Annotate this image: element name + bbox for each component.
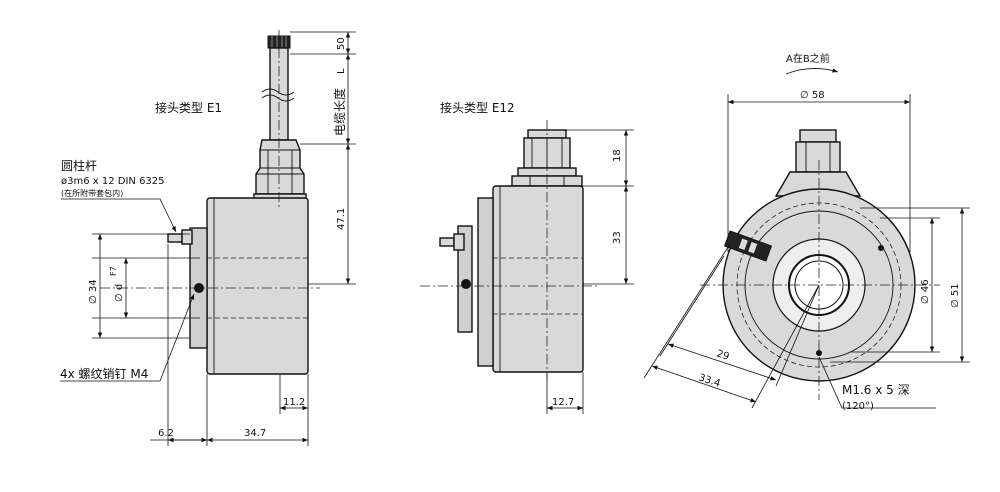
- e1-screw-label: 4x 螺纹销钉 M4: [60, 367, 148, 381]
- e1-dim-11: 11.2: [283, 397, 305, 408]
- e1-dim-cable-length: 电缆长度: [332, 88, 347, 136]
- front-dim-33: 33.4: [697, 372, 722, 389]
- e12-dim-18: 18: [612, 149, 623, 162]
- e1-title: 接头类型 E1: [155, 100, 222, 115]
- e12-housing: [492, 185, 584, 373]
- rotation-arrow-icon: [785, 68, 839, 75]
- view-front: A在B之前 ∅ 58: [643, 52, 970, 412]
- front-dim-58: ∅ 58: [800, 90, 825, 101]
- e12-flange: [457, 225, 473, 333]
- front-rotation: A在B之前: [786, 52, 830, 65]
- front-dim-46: ∅ 46: [920, 279, 931, 304]
- e1-pin-note: (在所附带套包内): [61, 188, 123, 198]
- e1-dim-34: ∅ 34: [88, 279, 99, 304]
- front-dim-51: ∅ 51: [950, 283, 961, 308]
- front-thread-label: M1.6 x 5 深: [842, 383, 910, 397]
- e1-dim-50: 50: [336, 37, 347, 50]
- e1-pin: [167, 233, 183, 243]
- front-angle-label: (120°): [842, 401, 874, 412]
- e1-housing: [206, 197, 309, 375]
- e1-cable: [253, 35, 307, 201]
- e12-dim-12: 12.7: [552, 397, 574, 408]
- view-e12: 接头类型 E12 18 33 12.7: [420, 100, 634, 414]
- e1-dim-bore: ∅ d: [114, 284, 125, 302]
- e1-pin-title: 圆柱杆: [61, 158, 97, 173]
- e1-dim-47: 47.1: [336, 208, 347, 230]
- e1-dim-bore-tol: F7: [109, 266, 118, 276]
- e12-dim-33: 33: [612, 231, 623, 244]
- front-clamp: [723, 230, 773, 262]
- e1-pin-spec: ø3m6 x 12 DIN 6325: [61, 176, 165, 187]
- front-dim-29: 29: [715, 348, 731, 362]
- e1-dim-6: 6.2: [158, 428, 174, 439]
- e12-screw-icon: [461, 279, 471, 289]
- e12-title: 接头类型 E12: [440, 100, 515, 115]
- e1-dim-L: L: [336, 68, 347, 74]
- view-e1: 50 L 电缆长度 47.1 接头类型 E1 圆柱杆 ø3m6 x 12 DIN…: [60, 30, 356, 446]
- e1-dim-34-7: 34.7: [244, 428, 266, 439]
